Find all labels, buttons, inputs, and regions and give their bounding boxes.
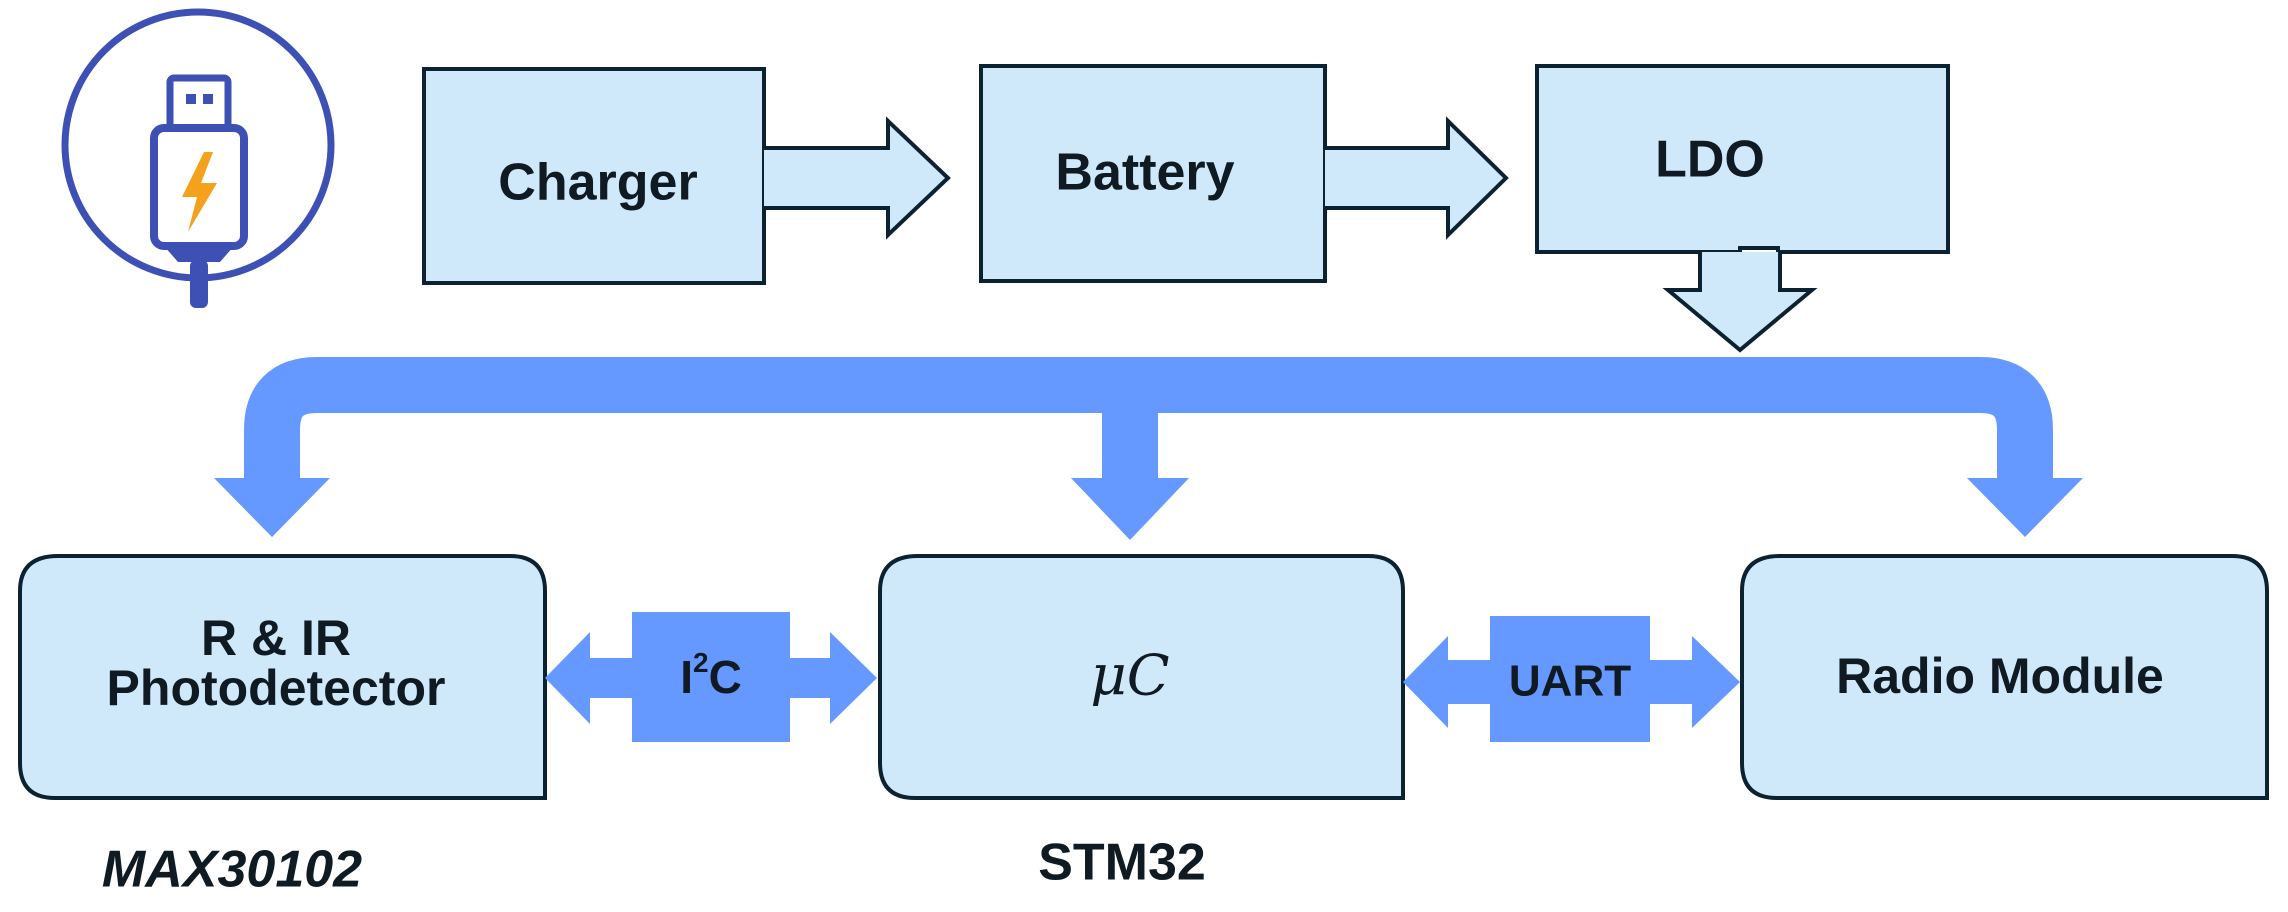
battery-label: Battery [1055,144,1234,202]
i2c-label-superscript: 2 [693,647,709,678]
ldo-block: LDO [1535,64,1950,254]
uart-bus: UART [1403,616,1740,742]
radio-module-block: Radio Module [1740,554,2269,800]
photodetector-block: R & IR Photodetector [18,554,547,800]
ldo-down-arrow [1662,252,1818,353]
battery-block: Battery [979,64,1327,283]
power-bus [214,357,2083,540]
i2c-label-c: C [709,651,742,703]
i2c-label-i: I [680,651,693,703]
photodetector-label-line1: R & IR [201,610,351,666]
photodetector-label-line2: Photodetector [107,660,446,716]
bolt-icon [182,152,217,232]
mcu-label: μC [1090,644,1169,709]
usb-charging-icon [61,8,335,308]
charger-label: Charger [498,154,697,212]
radio-module-label: Radio Module [1836,648,2164,704]
mcu-part-number: STM32 [1038,834,1206,892]
charger-block: Charger [422,67,766,285]
battery-to-ldo-arrow [1325,116,1509,240]
uart-label: UART [1509,657,1631,706]
i2c-label: I2C [680,647,742,703]
charger-to-battery-arrow [764,116,951,240]
ldo-label: LDO [1655,131,1765,189]
sensor-part-number: MAX30102 [102,841,362,899]
mcu-block: μC [878,554,1405,800]
i2c-bus: I2C [545,612,877,742]
